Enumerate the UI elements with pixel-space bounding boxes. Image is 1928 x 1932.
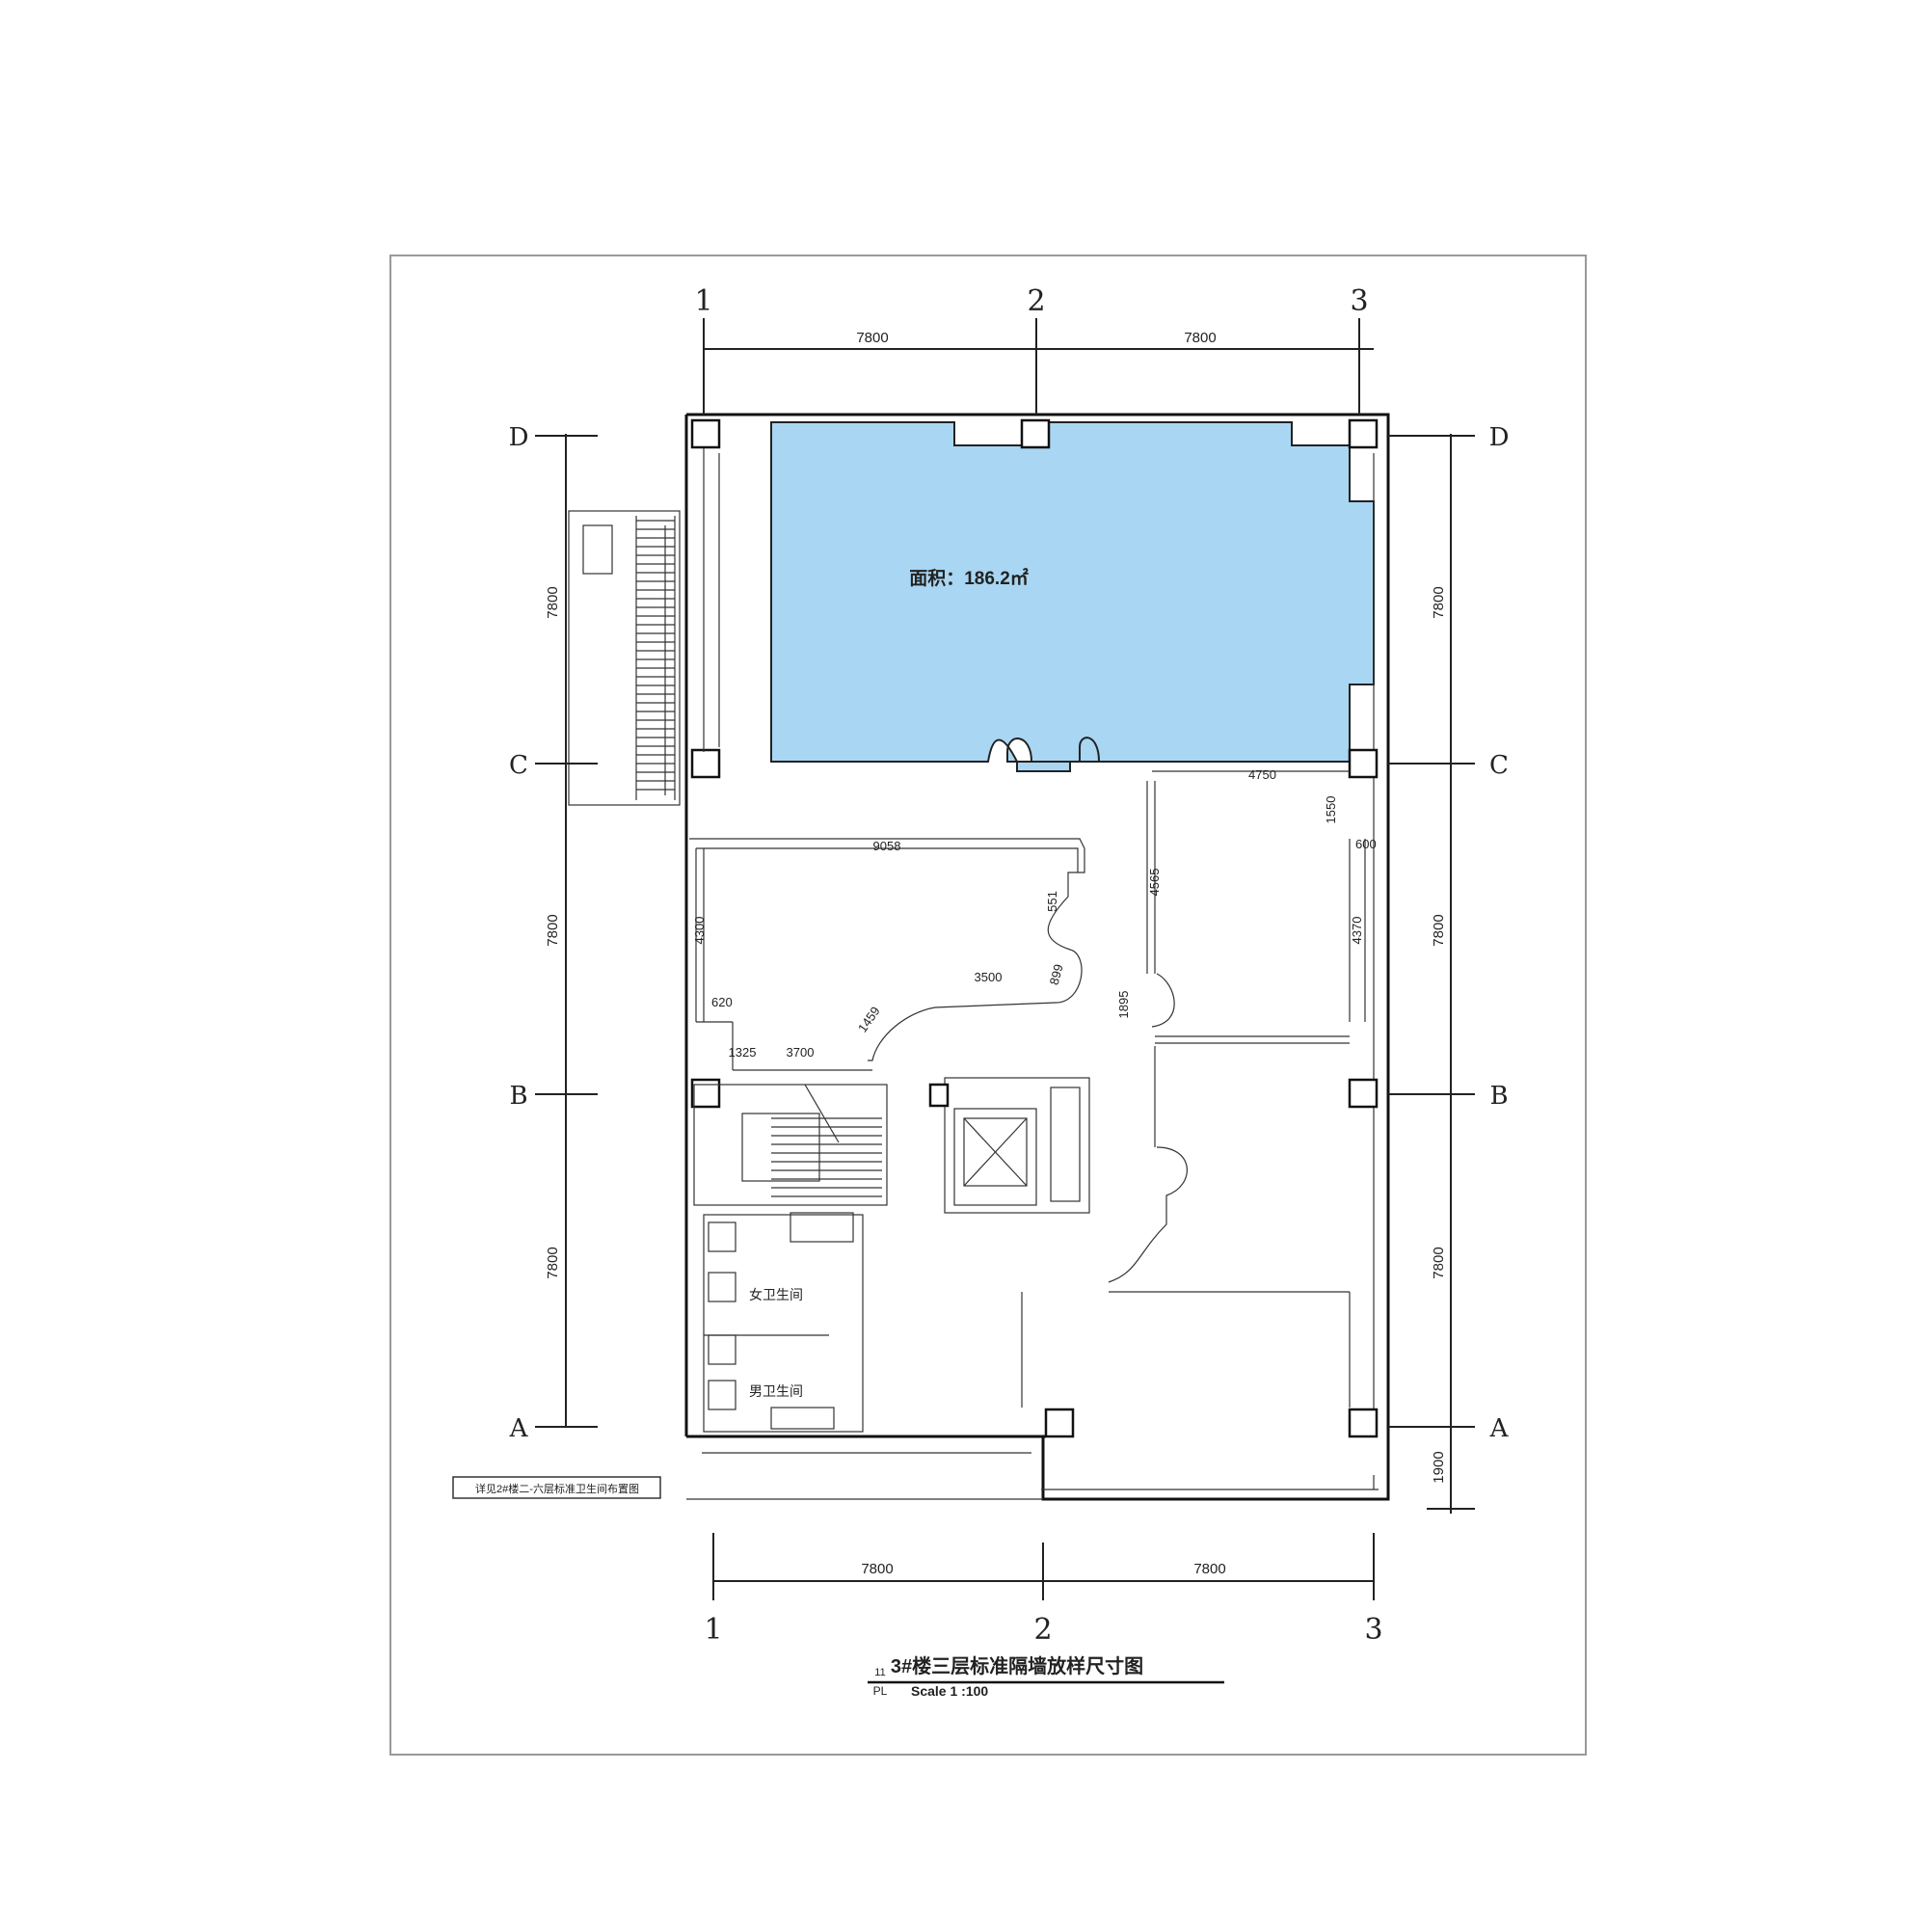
note-box bbox=[452, 1476, 661, 1499]
exterior-walls bbox=[684, 413, 1390, 1501]
dim-left-2: 7800 bbox=[545, 914, 561, 946]
dim-right-2: 7800 bbox=[1431, 914, 1447, 946]
grid-row-a-right: A bbox=[1489, 1414, 1510, 1443]
grid-row-d-right: D bbox=[1489, 423, 1510, 452]
male-wc-label: 男卫生间 bbox=[749, 1383, 803, 1399]
dim-899: 899 bbox=[1047, 962, 1066, 986]
grid-row-c-right: C bbox=[1489, 751, 1509, 780]
note-text: 详见2#楼二-六层标准卫生间布置图 bbox=[475, 1482, 639, 1495]
grid-row-b-right: B bbox=[1489, 1082, 1508, 1111]
dim-9058: 9058 bbox=[873, 839, 901, 853]
sheet-number: 11 bbox=[874, 1667, 885, 1678]
structural-columns bbox=[690, 418, 1379, 1438]
dim-right-4: 1900 bbox=[1431, 1451, 1447, 1483]
grid-col-1-top: 1 bbox=[694, 284, 712, 318]
grid-labels-bottom: 1 2 3 bbox=[704, 1613, 1382, 1647]
dim-1550: 1550 bbox=[1324, 796, 1338, 824]
elevator-core bbox=[928, 1077, 1090, 1214]
toilet-block bbox=[703, 1212, 864, 1433]
dim-left-3: 7800 bbox=[545, 1247, 561, 1278]
grid-col-3-top: 3 bbox=[1350, 284, 1368, 318]
grid-row-b-left: B bbox=[509, 1082, 527, 1111]
dim-1325: 1325 bbox=[729, 1045, 757, 1060]
grid-labels-right: D C B A bbox=[1489, 423, 1510, 1443]
interior-partitions bbox=[689, 448, 1351, 1408]
drawing-title: 3#楼三层标准隔墙放样尺寸图 bbox=[891, 1654, 1143, 1677]
dim-3500: 3500 bbox=[975, 970, 1003, 984]
dim-left-1: 7800 bbox=[545, 586, 561, 618]
dim-551: 551 bbox=[1045, 891, 1059, 912]
dim-4300: 4300 bbox=[692, 917, 707, 945]
exterior-stair bbox=[568, 510, 681, 806]
dim-right-3: 7800 bbox=[1431, 1247, 1447, 1278]
dim-1895: 1895 bbox=[1116, 991, 1131, 1019]
grid-labels-top: 1 2 3 bbox=[694, 284, 1368, 318]
grid-col-1-bottom: 1 bbox=[704, 1613, 722, 1647]
dim-top-2: 7800 bbox=[1184, 330, 1216, 346]
drawing-scale: Scale 1 :100 bbox=[911, 1683, 988, 1699]
female-wc-label: 女卫生间 bbox=[749, 1287, 803, 1302]
grid-row-a-left: A bbox=[509, 1414, 529, 1443]
grid-col-2-top: 2 bbox=[1027, 284, 1045, 318]
dim-600: 600 bbox=[1355, 837, 1377, 851]
dim-3700: 3700 bbox=[787, 1045, 815, 1060]
grid-row-d-left: D bbox=[509, 423, 529, 452]
sheet-code: PL bbox=[873, 1684, 888, 1698]
dimension-lines bbox=[535, 318, 1475, 1600]
dim-bottom-2: 7800 bbox=[1193, 1561, 1225, 1577]
core-stair bbox=[693, 1084, 888, 1206]
dim-4750: 4750 bbox=[1248, 767, 1276, 782]
grid-col-2-bottom: 2 bbox=[1033, 1613, 1052, 1647]
dim-4370: 4370 bbox=[1350, 917, 1364, 945]
highlighted-room bbox=[770, 421, 1375, 772]
dim-top-1: 7800 bbox=[856, 330, 888, 346]
grid-row-c-left: C bbox=[509, 751, 528, 780]
grid-col-3-bottom: 3 bbox=[1364, 1613, 1382, 1647]
dim-4565: 4565 bbox=[1147, 869, 1162, 897]
dim-right-1: 7800 bbox=[1431, 586, 1447, 618]
grid-labels-left: D C B A bbox=[509, 423, 529, 1443]
dimension-texts: 7800 7800 7800 7800 7800 7800 7800 7800 … bbox=[545, 330, 1447, 1577]
area-label: 面积：186.2㎡ bbox=[909, 567, 1029, 589]
dim-620: 620 bbox=[711, 995, 733, 1009]
dim-bottom-1: 7800 bbox=[861, 1561, 893, 1577]
